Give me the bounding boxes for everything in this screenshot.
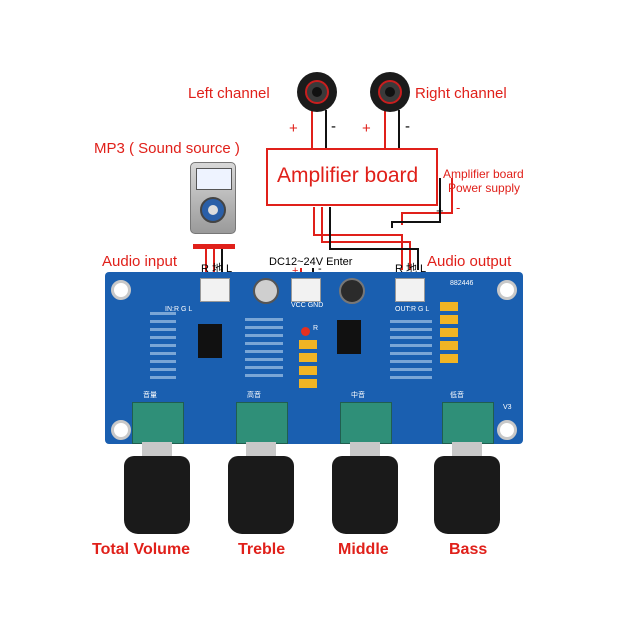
power-plus-sign: +	[436, 203, 444, 218]
bass-knob[interactable]	[432, 402, 502, 534]
knob-label-bass: Bass	[449, 541, 488, 558]
left-minus-sign: -	[331, 118, 336, 135]
capacitor-icon	[339, 278, 365, 304]
middle-knob[interactable]	[330, 402, 400, 534]
amplifier-board-label: Amplifier board	[277, 164, 419, 187]
amp-power-supply-label-1: Amplifier board	[443, 167, 524, 181]
left-channel-label: Left channel	[188, 85, 270, 102]
amp-power-supply-label-2: Power supply	[448, 181, 521, 195]
right-speaker-icon	[370, 72, 410, 112]
silk-led-label: R	[313, 325, 319, 332]
mount-hole	[111, 280, 131, 300]
treble-pot-body	[236, 402, 288, 444]
bass-pot-body	[442, 402, 494, 444]
resistor-group	[245, 318, 283, 378]
treble-knob[interactable]	[226, 402, 296, 534]
silk-middle-cn: 中音	[351, 392, 365, 399]
silk-out-label: OUT:R G L	[395, 306, 430, 313]
resistor-group	[150, 312, 176, 382]
volume-pot-body	[132, 402, 184, 444]
mount-hole	[497, 280, 517, 300]
led-icon	[301, 327, 310, 336]
amplifier-board-box: Amplifier board	[266, 148, 438, 206]
silk-volume-cn: 音量	[143, 392, 157, 399]
ic-chip-icon	[198, 324, 222, 358]
silk-version: V3	[503, 404, 512, 411]
volume-knob[interactable]	[122, 402, 192, 534]
left-plus-sign: +	[289, 120, 298, 137]
knob-label-treble: Treble	[238, 541, 286, 558]
silk-board-code: 882446	[450, 280, 474, 287]
left-speaker-icon	[297, 72, 337, 112]
capacitor-group	[440, 302, 458, 364]
knob-label-middle: Middle	[338, 541, 389, 558]
middle-pot-body	[340, 402, 392, 444]
mount-hole	[497, 420, 517, 440]
resistor-group	[390, 320, 432, 380]
input-connector	[200, 278, 230, 302]
power-connector	[291, 278, 321, 302]
silk-in-label: IN:R G L	[165, 306, 193, 313]
audio-input-label: Audio input	[102, 253, 178, 270]
knob-label-total-volume: Total Volume	[92, 541, 191, 558]
right-plus-sign: +	[362, 120, 371, 137]
silk-vcc-gnd: VCC GND	[291, 302, 324, 309]
capacitor-group	[299, 340, 317, 390]
dc-enter-label: DC12~24V Enter	[269, 256, 353, 268]
mount-hole	[111, 420, 131, 440]
right-channel-label: Right channel	[415, 85, 507, 102]
capacitor-icon	[253, 278, 279, 304]
power-minus-sign: -	[456, 200, 461, 215]
mp3-source-label: MP3 ( Sound source )	[94, 140, 240, 157]
dc-plus-sign: +	[292, 265, 299, 277]
output-connector	[395, 278, 425, 302]
silk-bass-cn: 低音	[450, 392, 464, 399]
right-minus-sign: -	[405, 118, 410, 135]
silk-treble-cn: 高音	[247, 392, 261, 399]
ic-chip-icon	[337, 320, 361, 354]
dc-minus-sign: -	[318, 263, 322, 275]
mp3-player-icon	[190, 162, 236, 234]
audio-output-label: Audio output	[427, 253, 512, 270]
